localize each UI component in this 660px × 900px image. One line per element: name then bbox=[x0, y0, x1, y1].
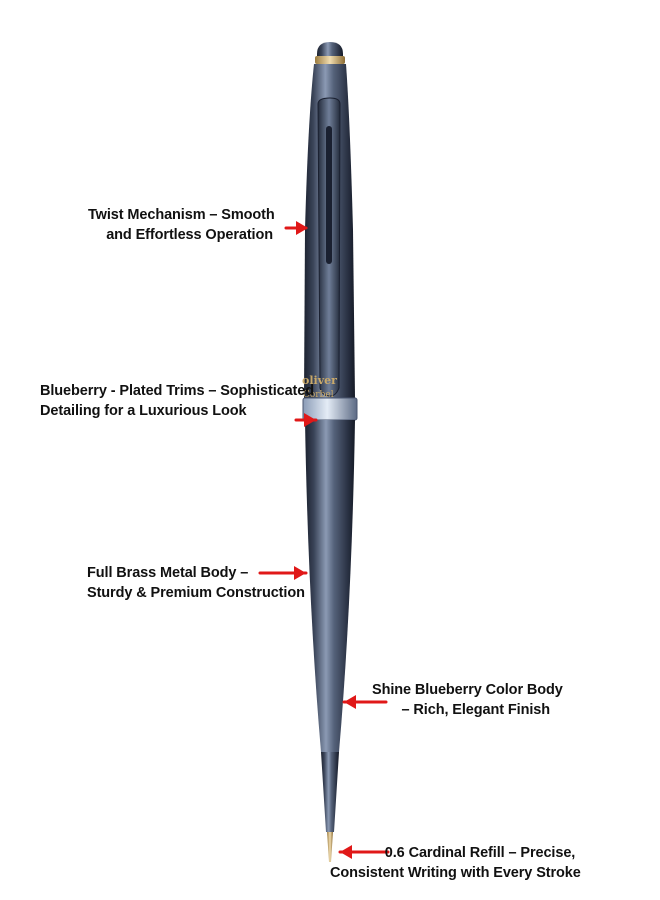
arrow-plated-trims bbox=[294, 413, 318, 427]
annotation-brass-body: Full Brass Metal Body – Sturdy & Premium… bbox=[87, 563, 305, 603]
arrow-color-body bbox=[342, 695, 388, 709]
pen-top-finial bbox=[317, 42, 343, 58]
brand-name: oliver bbox=[302, 374, 337, 387]
brand-model: Corbel bbox=[303, 390, 334, 400]
pen-nib bbox=[327, 832, 333, 862]
pen-clip-slot bbox=[326, 126, 332, 264]
arrow-twist-mechanism bbox=[284, 221, 308, 235]
arrow-brass-body bbox=[258, 566, 308, 580]
annotation-line: Twist Mechanism – Smooth bbox=[88, 207, 275, 223]
annotation-plated-trims: Blueberry - Plated Trims – Sophisticated… bbox=[40, 381, 314, 421]
pen: oliver Corbel bbox=[302, 42, 358, 862]
annotation-line: and Effortless Operation bbox=[106, 227, 273, 243]
pen-tip-cone bbox=[321, 752, 339, 832]
annotation-line: Full Brass Metal Body – bbox=[87, 565, 249, 581]
annotation-line: Consistent Writing with Every Stroke bbox=[330, 865, 581, 881]
annotation-color-body: Shine Blueberry Color Body – Rich, Elega… bbox=[372, 680, 563, 720]
annotation-refill: 0.6 Cardinal Refill – Precise, Consisten… bbox=[330, 843, 581, 883]
annotation-line: – Rich, Elegant Finish bbox=[401, 702, 551, 718]
pen-top-gold-band bbox=[315, 56, 345, 64]
annotation-line: Blueberry - Plated Trims – Sophisticated bbox=[40, 383, 314, 399]
pen-center-ring bbox=[302, 397, 358, 421]
pointer-arrows bbox=[258, 221, 390, 859]
annotation-line: Sturdy & Premium Construction bbox=[87, 585, 305, 601]
annotation-line: 0.6 Cardinal Refill – Precise, bbox=[384, 845, 576, 861]
arrow-refill bbox=[338, 845, 390, 859]
annotation-line: Shine Blueberry Color Body bbox=[372, 682, 563, 698]
annotation-line: Detailing for a Luxurious Look bbox=[40, 403, 247, 419]
pen-barrel bbox=[305, 420, 355, 752]
annotation-twist-mechanism: Twist Mechanism – Smooth and Effortless … bbox=[88, 205, 275, 245]
